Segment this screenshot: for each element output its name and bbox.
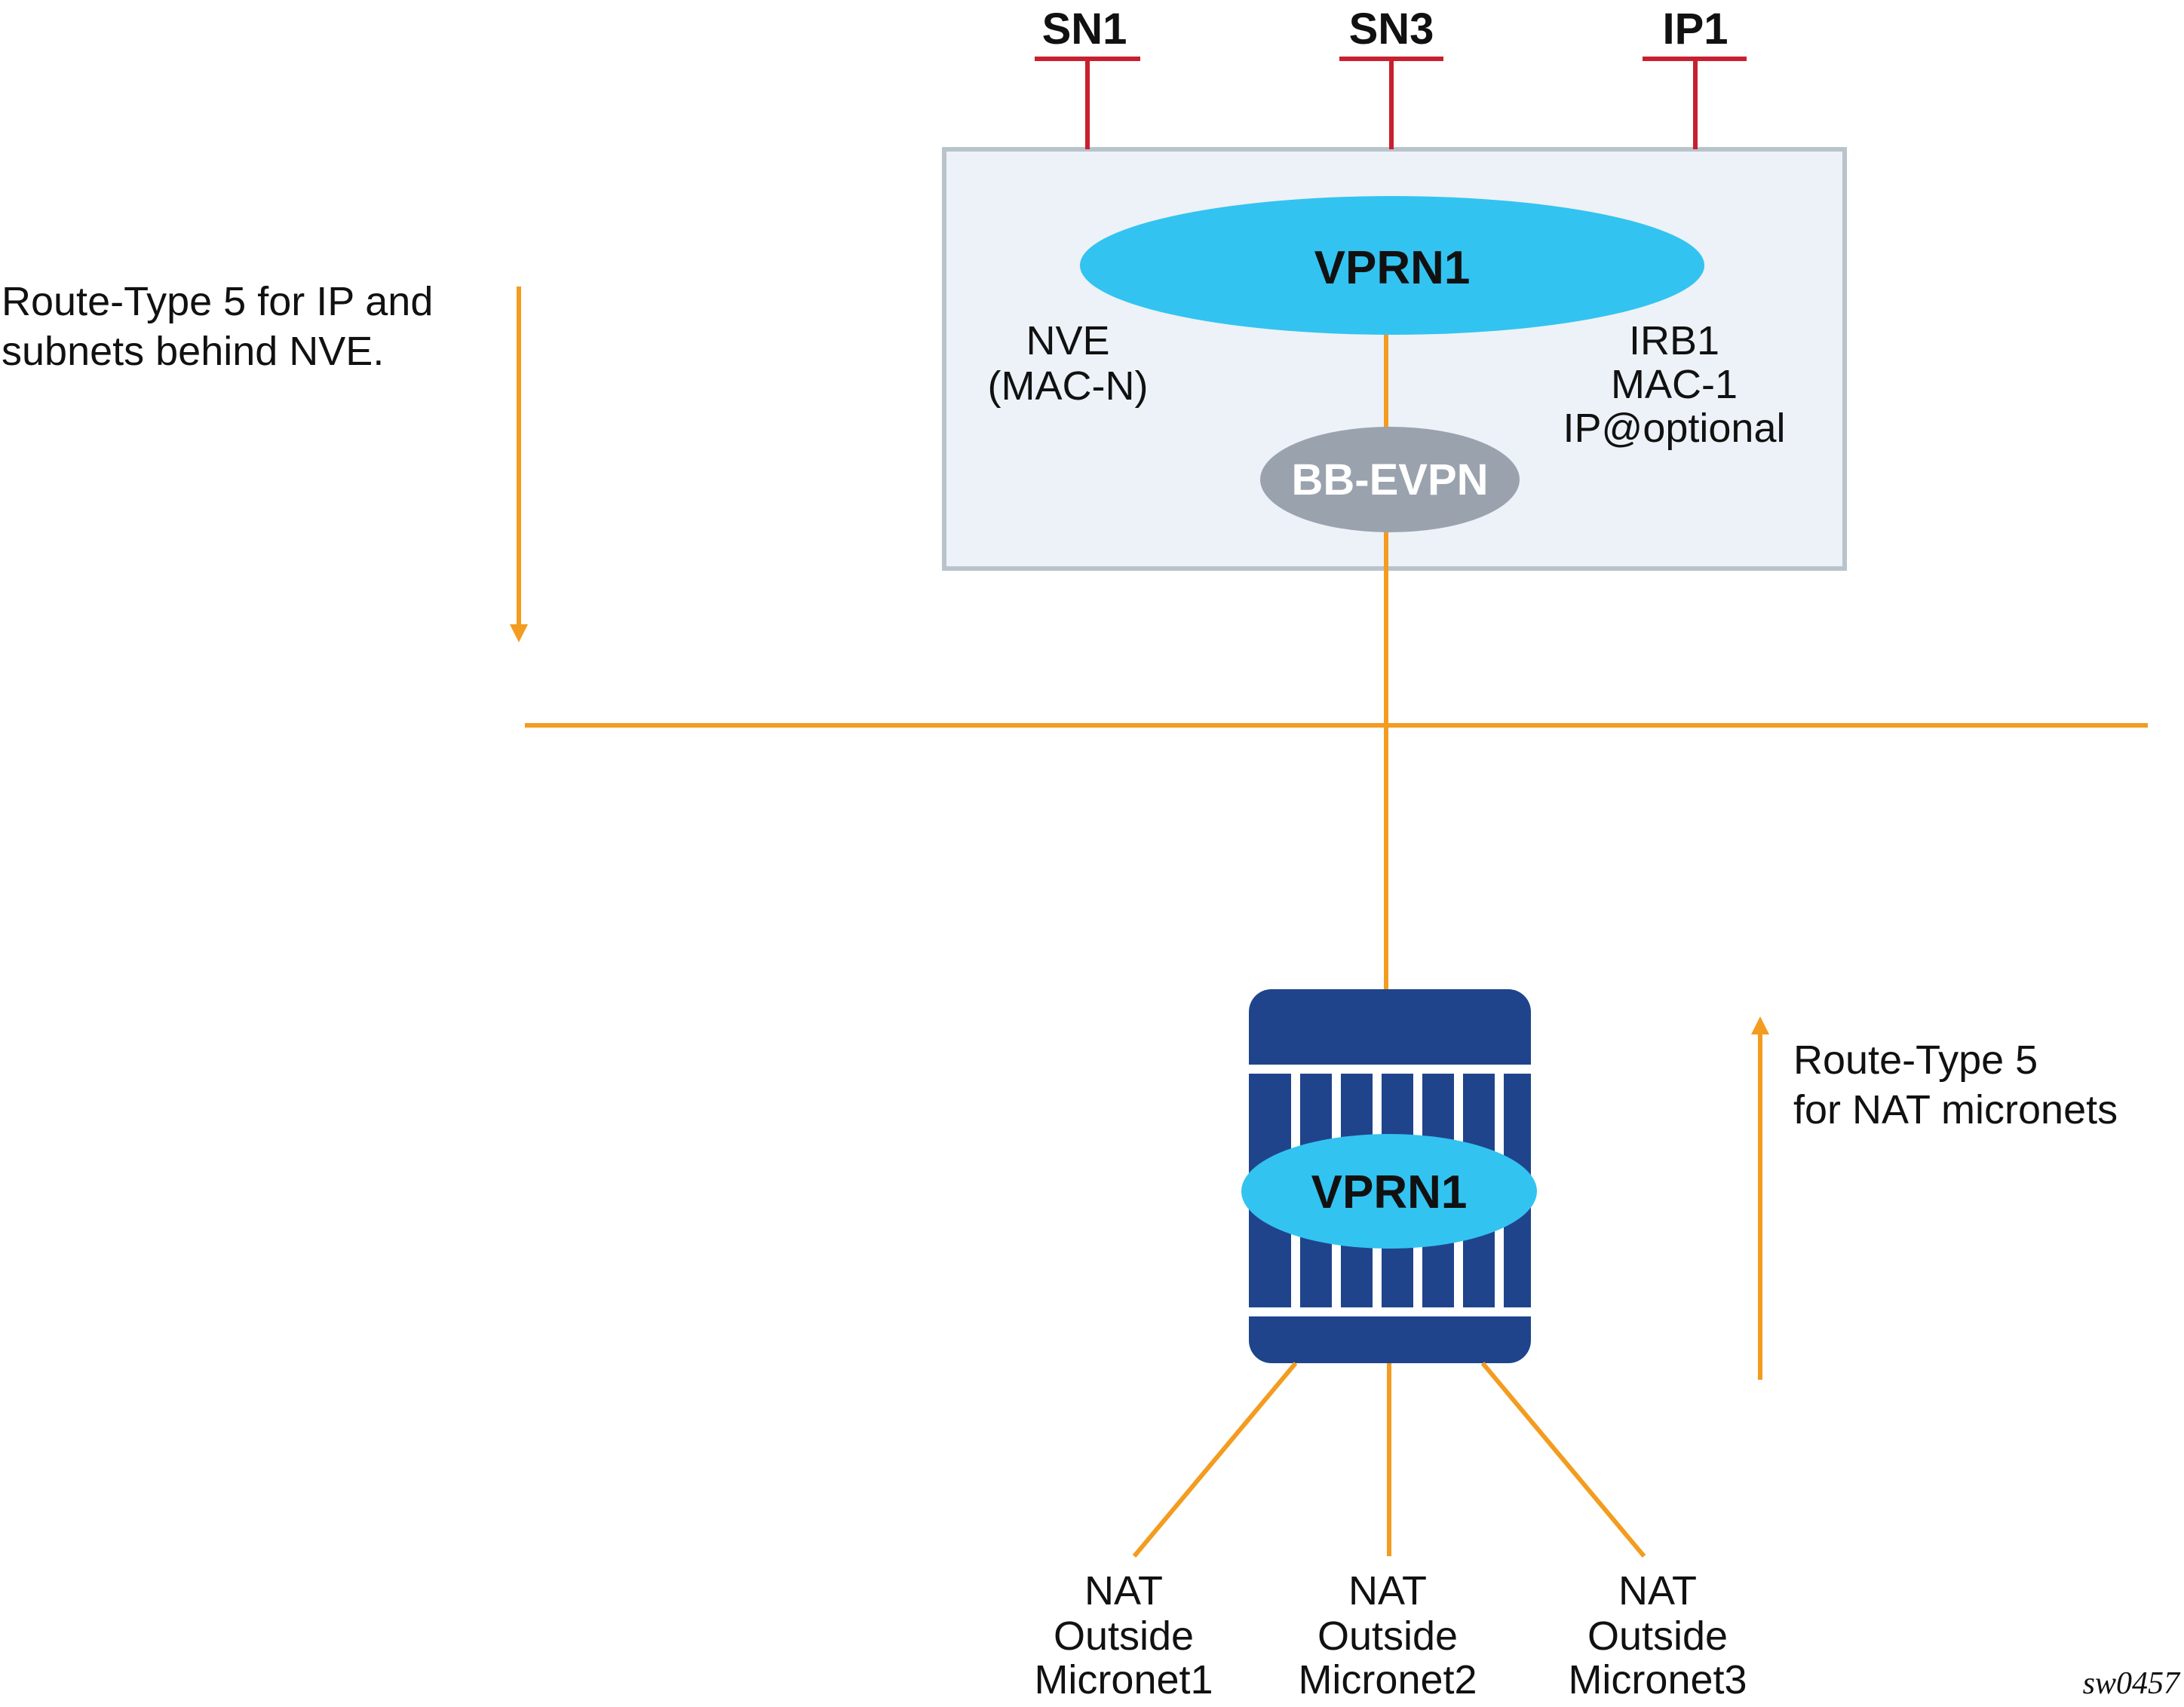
upper-vprn1-ellipse — [1080, 196, 1704, 335]
micronet2-label: NAT Outside Micronet2 — [1298, 1568, 1477, 1702]
port-sn1-label: SN1 — [1042, 5, 1127, 54]
upstream-annotation-line2: for NAT micronets — [1793, 1087, 2118, 1132]
micronet2-line2: Outside — [1317, 1614, 1458, 1659]
micronet3-line1: NAT — [1618, 1568, 1697, 1614]
link-micronet1 — [1132, 1362, 1298, 1558]
micronet3-label: NAT Outside Micronet3 — [1568, 1568, 1747, 1702]
micronet3-line2: Outside — [1587, 1614, 1728, 1659]
downstream-annotation-line1: Route-Type 5 for IP and — [2, 279, 433, 324]
downstream-annotation-line2: subnets behind NVE. — [2, 329, 384, 374]
port-sn1-connector — [1035, 57, 1140, 149]
micronet3-line3: Micronet3 — [1568, 1657, 1747, 1702]
lower-vprn1-ellipse — [1241, 1134, 1537, 1249]
micronet2-line3: Micronet2 — [1298, 1657, 1477, 1702]
micronet1-line2: Outside — [1054, 1614, 1194, 1659]
micronet2-line1: NAT — [1348, 1568, 1427, 1614]
micronet1-line1: NAT — [1084, 1568, 1163, 1614]
nve-label: NVE — [1026, 318, 1109, 363]
upper-vprn1-label: VPRN1 — [1314, 242, 1471, 294]
port-sn3-connector — [1339, 57, 1443, 149]
nve-mac-label: (MAC-N) — [988, 363, 1149, 409]
figure-id: sw0457 — [2083, 1666, 2181, 1701]
bb-evpn-ellipse — [1260, 427, 1520, 532]
bb-evpn-label: BB-EVPN — [1291, 455, 1488, 504]
irb1-label: IRB1 — [1629, 318, 1719, 363]
micronet1-label: NAT Outside Micronet1 — [1034, 1568, 1213, 1702]
port-ip1-label: IP1 — [1662, 5, 1728, 54]
port-ip1-connector — [1643, 57, 1747, 149]
irb1-ip-label: IP@optional — [1563, 406, 1786, 451]
micronet1-line3: Micronet1 — [1034, 1657, 1213, 1702]
port-sn3-label: SN3 — [1349, 5, 1434, 54]
irb1-mac-label: MAC-1 — [1611, 362, 1738, 407]
upstream-annotation-line1: Route-Type 5 — [1793, 1037, 2038, 1083]
link-micronet3 — [1480, 1362, 1646, 1558]
lower-vprn1-label: VPRN1 — [1311, 1166, 1468, 1218]
